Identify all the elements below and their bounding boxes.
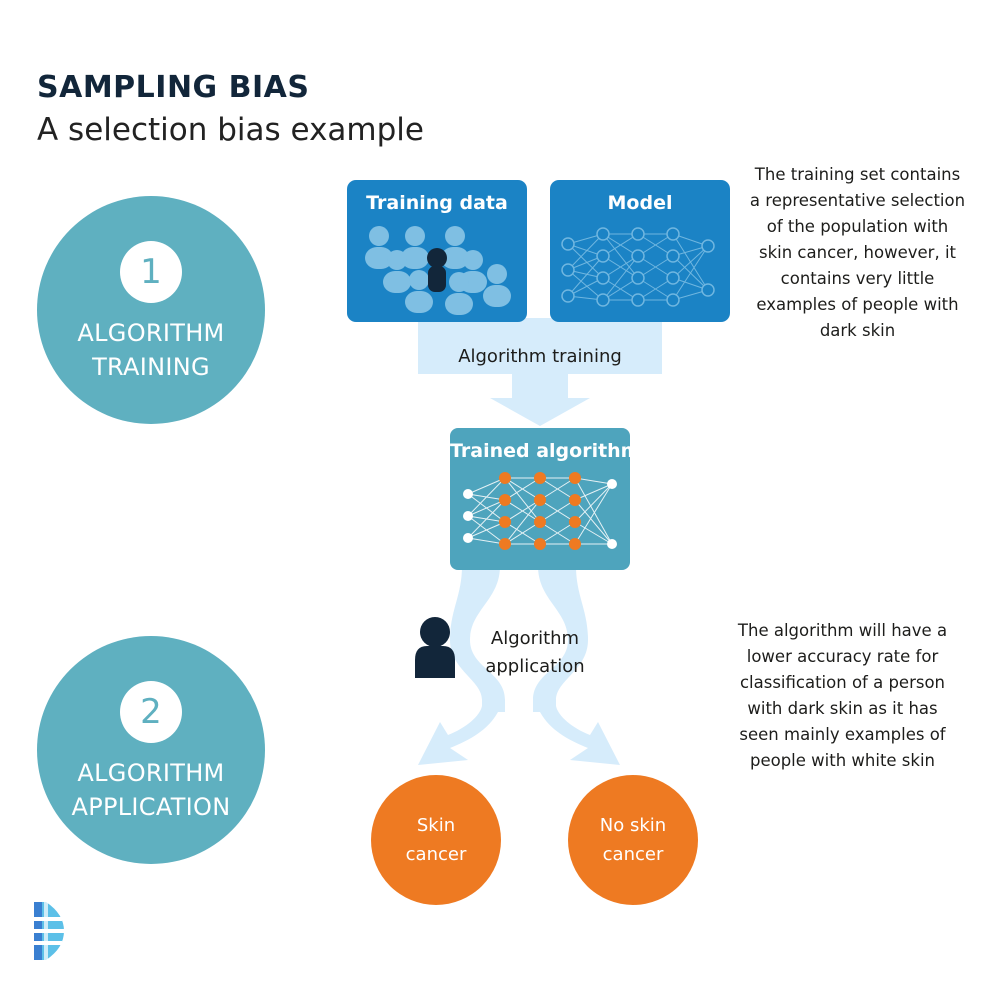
step-1-label-line2: TRAINING	[92, 353, 210, 381]
application-note-line: with dark skin as it has	[747, 699, 938, 718]
application-note-line: classification of a person	[739, 673, 946, 692]
training-note-line: dark skin	[819, 321, 896, 340]
application-note: The algorithm will have a lower accuracy…	[720, 618, 965, 774]
training-data-title: Training data	[366, 192, 508, 214]
application-note-line: The algorithm will have a	[737, 621, 948, 640]
trained-algorithm-box: Trained algorithm	[450, 428, 641, 570]
training-note-line: examples of people with	[756, 295, 959, 314]
application-note-line: people with white skin	[749, 751, 936, 770]
dark-person-icon	[427, 248, 447, 292]
outcome-label-line2: cancer	[405, 844, 467, 865]
training-data-box: Training data	[347, 180, 527, 322]
algorithm-application-label-line1: Algorithm	[490, 628, 580, 649]
neural-network-icon	[561, 227, 715, 307]
algorithm-training-label: Algorithm training	[458, 346, 622, 367]
no-skin-cancer-outcome: No skin cancer	[568, 775, 698, 905]
step-2-number: 2	[120, 681, 182, 743]
step-1-label-line1: ALGORITHM	[77, 319, 225, 347]
person-icon	[415, 617, 455, 678]
step-1-number: 1	[120, 241, 182, 303]
step-1-circle: 1 ALGORITHM TRAINING	[37, 196, 265, 424]
step-2-label-line1: ALGORITHM	[77, 759, 225, 787]
page-subtitle: A selection bias example	[37, 112, 424, 148]
training-note-line: a representative selection	[749, 191, 966, 210]
step-2-circle: 2 ALGORITHM APPLICATION	[37, 636, 265, 864]
step-2-label-line2: APPLICATION	[71, 793, 231, 821]
application-flow-arrow-left	[418, 566, 505, 765]
outcome-label-line1: No skin	[599, 815, 667, 836]
outcome-label-line1: Skin	[416, 815, 456, 836]
training-note: The training set contains a representati…	[735, 162, 980, 344]
page-title: SAMPLING BIAS	[37, 70, 310, 105]
application-note-line: seen mainly examples of	[739, 725, 946, 744]
application-flow-arrow-right	[533, 566, 620, 765]
brand-logo-icon	[34, 902, 64, 960]
application-note-line: lower accuracy rate for	[746, 647, 939, 666]
model-box: Model	[550, 180, 730, 322]
training-note-line: The training set contains	[754, 165, 961, 184]
training-note-line: contains very little	[780, 269, 935, 288]
algorithm-application-label-line2: application	[485, 656, 585, 677]
people-group-icon	[365, 226, 511, 315]
training-note-line: skin cancer, however, it	[758, 243, 957, 262]
trained-network-icon	[463, 472, 617, 550]
training-note-line: of the population with	[766, 217, 949, 236]
training-flow-arrow	[418, 318, 662, 426]
skin-cancer-outcome: Skin cancer	[371, 775, 501, 905]
trained-algorithm-title: Trained algorithm	[450, 440, 641, 462]
outcome-label-line2: cancer	[602, 844, 664, 865]
model-title: Model	[607, 192, 673, 214]
